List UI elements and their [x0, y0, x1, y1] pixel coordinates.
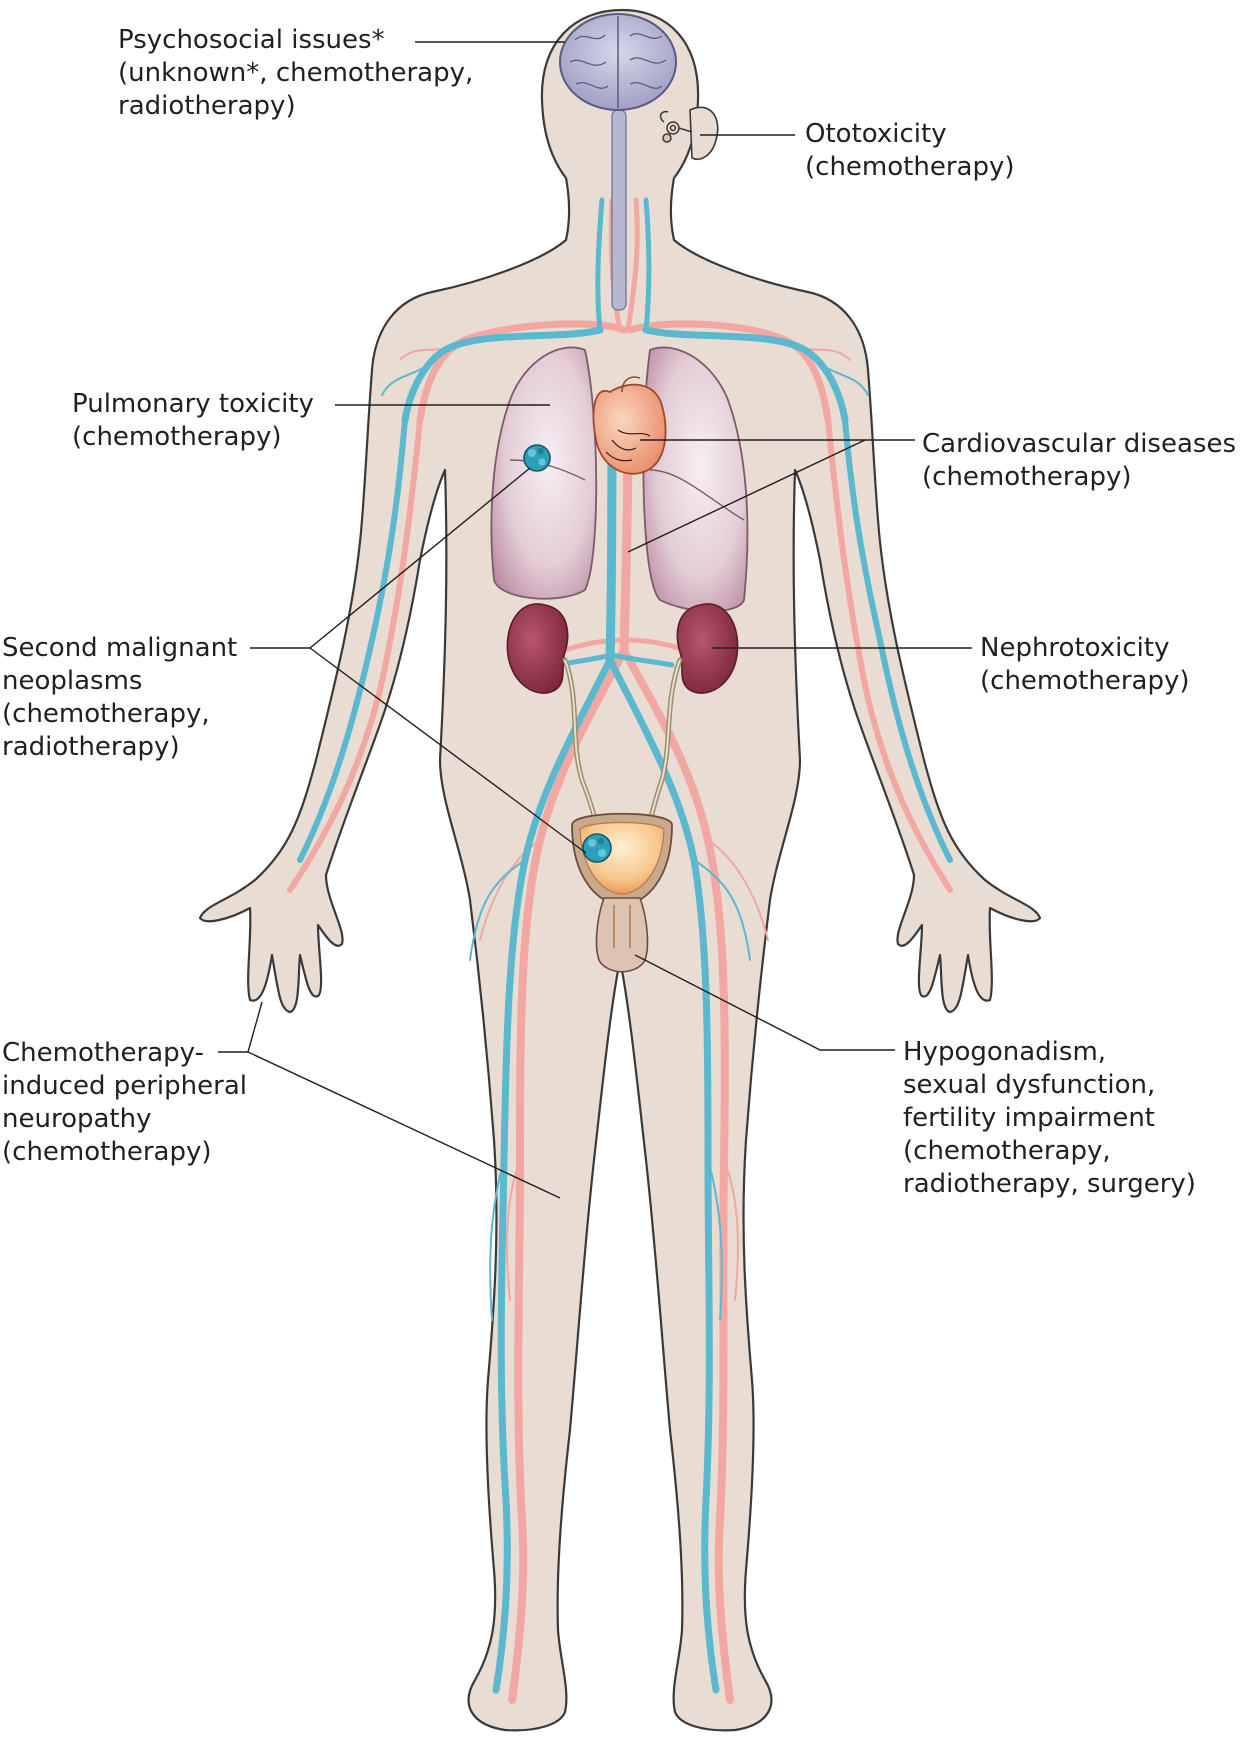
- genitals-icon: [595, 897, 649, 973]
- label-line: Chemotherapy-: [2, 1038, 204, 1068]
- label-line: Nephrotoxicity: [980, 633, 1170, 663]
- leader-second-malignant-lung: [309, 467, 531, 649]
- label-line: neuropathy: [2, 1104, 152, 1134]
- leader-second-malignant-bladder: [309, 647, 587, 854]
- spinal-cord: [611, 109, 627, 311]
- right-lung: [490, 346, 598, 600]
- label-cardiovascular-diseases: Cardiovascular diseases (chemotherapy): [922, 428, 1236, 494]
- label-line: (chemotherapy): [980, 666, 1190, 696]
- right-kidney: [506, 603, 569, 694]
- label-line: (chemotherapy): [805, 152, 1015, 182]
- inner-ear-icon: [659, 110, 693, 143]
- label-line: Pulmonary toxicity: [72, 389, 314, 419]
- label-line: (chemotherapy): [72, 422, 282, 452]
- label-hypogonadism: Hypogonadism, sexual dysfunction, fertil…: [903, 1036, 1196, 1201]
- label-line: Ototoxicity: [805, 119, 947, 149]
- label-line: (chemotherapy): [2, 1137, 212, 1167]
- label-line: radiotherapy, surgery): [903, 1169, 1196, 1199]
- label-psychosocial: Psychosocial issues* (unknown*, chemothe…: [118, 24, 473, 123]
- leader-neuropathy-hand: [247, 1001, 263, 1053]
- leader-cardiovascular-aorta: [627, 439, 866, 553]
- label-ototoxicity: Ototoxicity (chemotherapy): [805, 118, 1014, 184]
- ear: [689, 106, 719, 160]
- label-line: (unknown*, chemotherapy,: [118, 58, 474, 88]
- leader-hypogonadism: [634, 954, 895, 1051]
- label-line: fertility impairment: [903, 1103, 1155, 1133]
- label-line: radiotherapy): [2, 732, 180, 762]
- label-line: sexual dysfunction,: [903, 1070, 1156, 1100]
- brain-icon: [559, 13, 677, 111]
- left-lung: [642, 346, 749, 613]
- bladder-tumor-icon: [582, 833, 612, 863]
- lung-tumor-icon: [523, 444, 551, 472]
- label-nephrotoxicity: Nephrotoxicity (chemotherapy): [980, 632, 1189, 698]
- label-line: (chemotherapy,: [903, 1136, 1111, 1166]
- label-pulmonary-toxicity: Pulmonary toxicity (chemotherapy): [72, 388, 314, 454]
- label-line: induced peripheral: [2, 1071, 247, 1101]
- label-line: Second malignant: [2, 633, 238, 663]
- label-line: neoplasms: [2, 666, 143, 696]
- leader-neuropathy-leg: [247, 1051, 561, 1199]
- label-second-malignant-neoplasms: Second malignant neoplasms (chemotherapy…: [2, 632, 237, 764]
- label-line: Hypogonadism,: [903, 1037, 1107, 1067]
- label-line: Cardiovascular diseases: [922, 429, 1236, 459]
- label-line: (chemotherapy): [922, 462, 1132, 492]
- label-line: radiotherapy): [118, 91, 296, 121]
- label-line: (chemotherapy,: [2, 699, 210, 729]
- heart-icon: [592, 376, 667, 475]
- label-line: Psychosocial issues*: [118, 25, 385, 55]
- label-peripheral-neuropathy: Chemotherapy- induced peripheral neuropa…: [2, 1037, 247, 1169]
- left-kidney: [676, 603, 739, 694]
- leader-lines: [218, 41, 972, 1199]
